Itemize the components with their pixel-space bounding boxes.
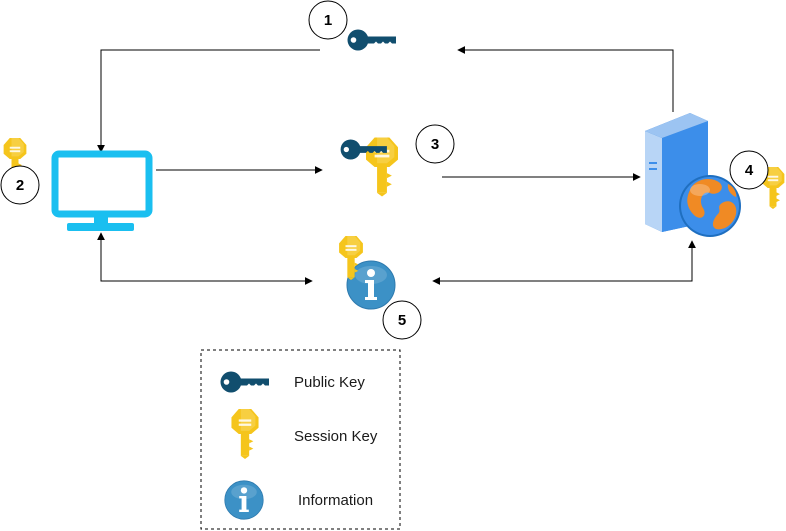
step-2-number: 2	[16, 177, 24, 194]
step-3-badge: 3	[415, 124, 455, 164]
legend-public-key-icon	[220, 371, 269, 393]
legend-information-label: Information	[298, 492, 373, 509]
step-3-number: 3	[431, 136, 439, 153]
legend-session-key-label: Session Key	[294, 428, 378, 445]
legend-information-icon	[224, 480, 264, 520]
legend-session-key-icon	[231, 409, 259, 459]
connector-info-server	[432, 240, 696, 285]
client-monitor-icon	[51, 150, 153, 231]
legend: Public Key Session Key Information	[200, 349, 401, 530]
connector-key1-to-client	[97, 49, 320, 153]
legend-frame	[200, 349, 401, 530]
step-4-number: 4	[745, 162, 754, 179]
step-1-badge: 1	[308, 0, 348, 40]
step-4-badge: 4	[729, 150, 769, 190]
public-key-icon	[347, 29, 396, 51]
step-1-number: 1	[324, 12, 332, 29]
step-5-number: 5	[398, 312, 406, 329]
globe-icon	[679, 175, 741, 237]
connector-server-to-key1	[457, 46, 674, 112]
step-2-badge: 2	[0, 165, 40, 205]
connector-client-info	[97, 232, 313, 285]
step-5-badge: 5	[382, 300, 422, 340]
legend-public-key-label: Public Key	[294, 374, 365, 391]
